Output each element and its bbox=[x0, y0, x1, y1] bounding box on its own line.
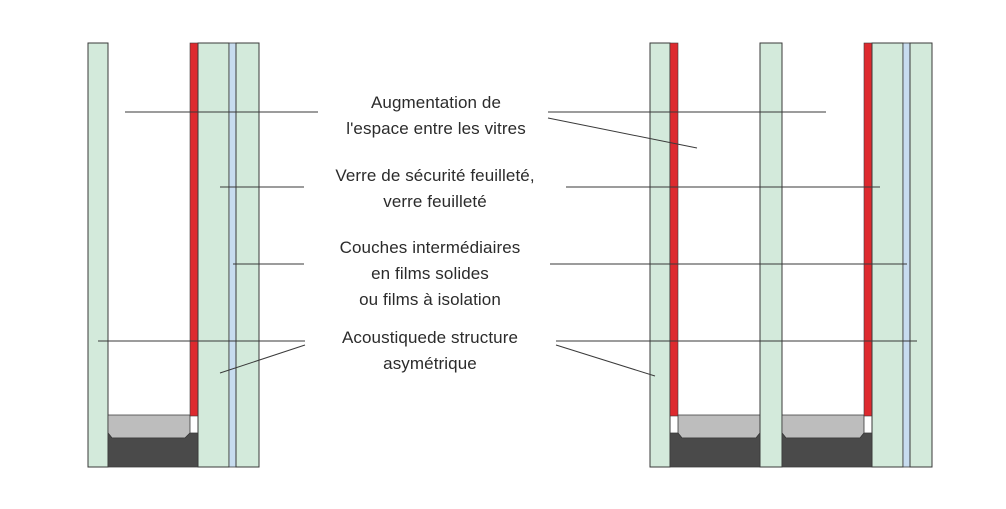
leader-acoustic-right-2 bbox=[555, 344, 656, 377]
right-sealant-1 bbox=[669, 431, 761, 468]
label-laminated-line-2: verre feuilleté bbox=[383, 192, 487, 211]
label-interlayers-line-2: en films solides bbox=[371, 264, 489, 283]
left-spacer bbox=[107, 414, 191, 439]
label-acoustic: Acoustiquede structure asymétrique bbox=[310, 325, 550, 377]
right-middle-pane bbox=[759, 42, 783, 468]
left-coating bbox=[189, 42, 199, 417]
right-spacer-1 bbox=[677, 414, 761, 439]
left-outer-pane bbox=[87, 42, 109, 468]
right-sealant-2 bbox=[781, 431, 873, 468]
label-space-line-1: Augmentation de bbox=[370, 93, 502, 112]
leader-space-right-2 bbox=[547, 117, 698, 149]
right-interlayer-film bbox=[902, 42, 911, 468]
label-space: Augmentation de l'espace entre les vitre… bbox=[325, 90, 547, 142]
right-glazing-unit bbox=[649, 42, 933, 468]
left-laminated-pane-b bbox=[235, 42, 260, 468]
left-laminated-pane-a bbox=[197, 42, 230, 468]
label-interlayers: Couches intermédiaires en films solides … bbox=[310, 235, 550, 313]
right-laminated-pane-b bbox=[909, 42, 933, 468]
label-interlayers-line-1: Couches intermédiaires bbox=[339, 238, 521, 257]
leader-lines bbox=[98, 111, 917, 377]
right-spacer-2 bbox=[781, 414, 865, 439]
label-space-line-2: l'espace entre les vitres bbox=[346, 119, 526, 138]
label-laminated-line-1: Verre de sécurité feuilleté, bbox=[335, 166, 535, 185]
right-coating-1 bbox=[669, 42, 679, 417]
right-laminated-pane-a bbox=[871, 42, 904, 468]
left-interlayer-film bbox=[228, 42, 237, 468]
leader-acoustic-left-2 bbox=[219, 344, 306, 374]
right-coating-2 bbox=[863, 42, 873, 417]
label-interlayers-line-3: ou films à isolation bbox=[359, 290, 501, 309]
left-sealant bbox=[107, 431, 199, 468]
label-acoustic-line-2: asymétrique bbox=[383, 354, 477, 373]
left-glazing-unit bbox=[87, 42, 260, 468]
right-outer-pane bbox=[649, 42, 671, 468]
label-laminated: Verre de sécurité feuilleté, verre feuil… bbox=[306, 163, 564, 215]
label-acoustic-line-1: Acoustiquede structure bbox=[341, 328, 519, 347]
